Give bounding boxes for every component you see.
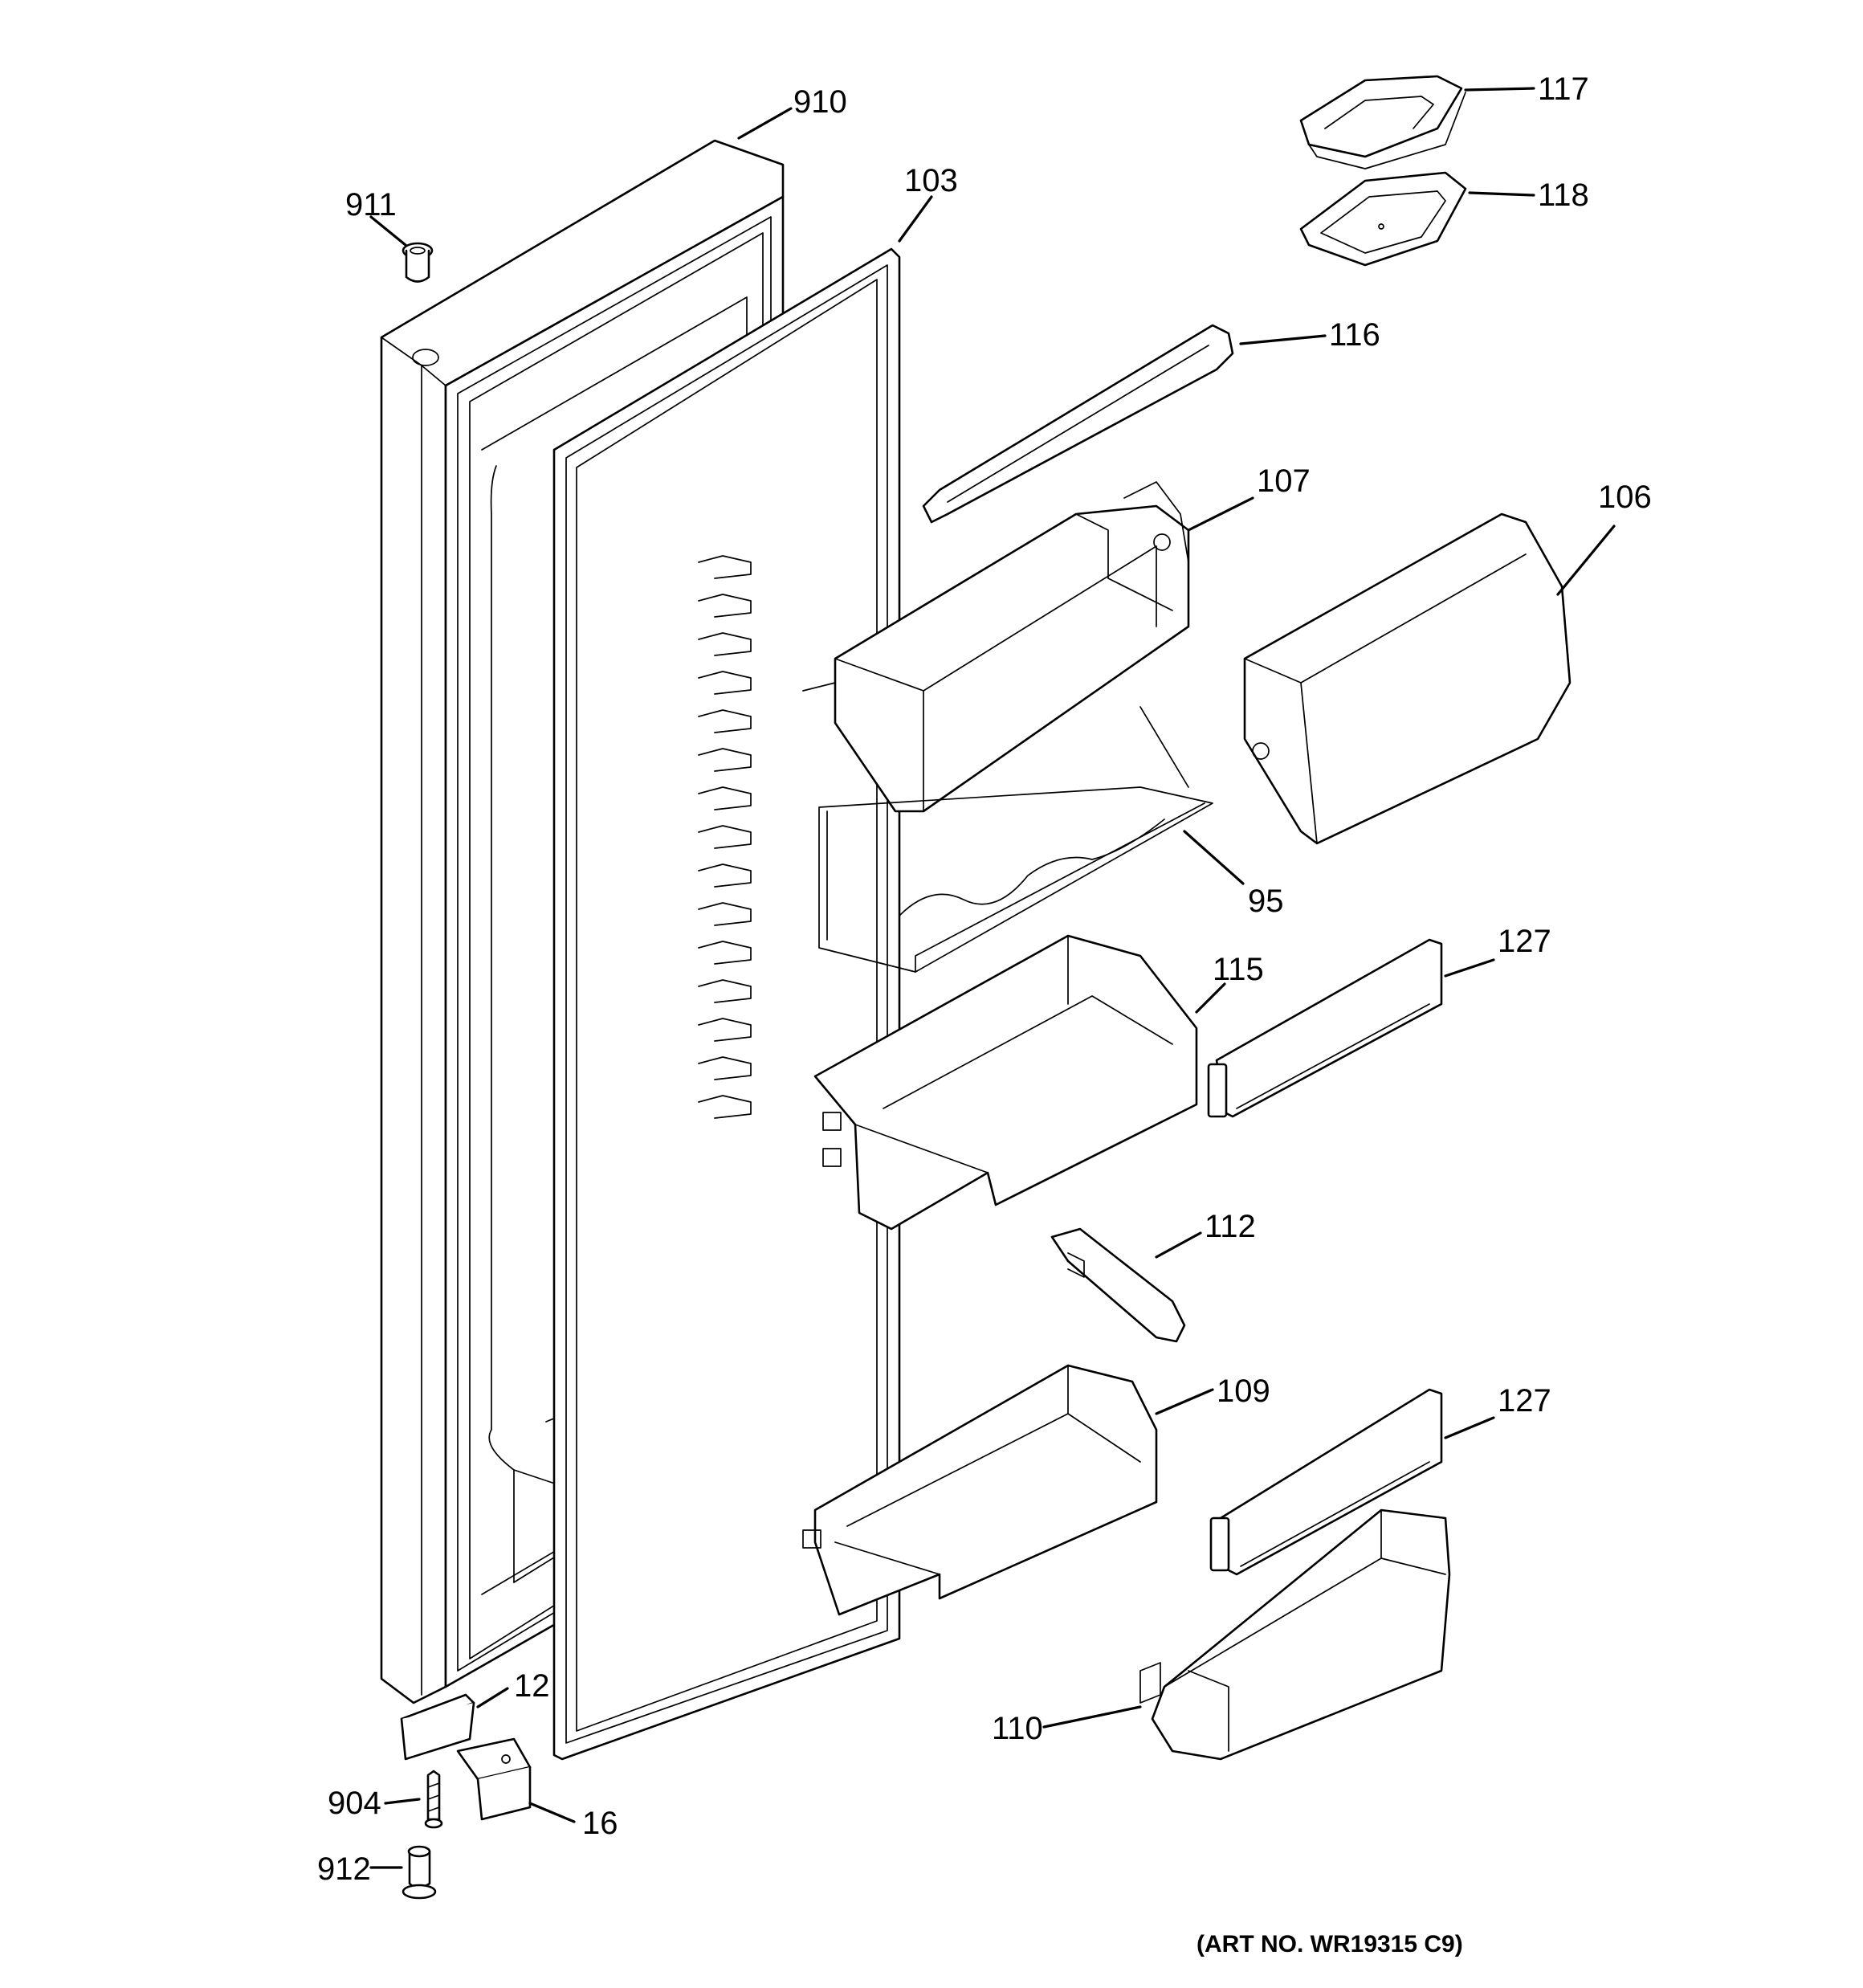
part-912-hinge-pin — [402, 1845, 437, 1900]
callout-127-lower: 127 — [1498, 1383, 1551, 1419]
art-number: (ART NO. WR19315 C9) — [1196, 1931, 1463, 1957]
door-shelf-rails — [698, 555, 752, 1119]
callout-118: 118 — [1538, 178, 1589, 213]
part-103-door-gasket — [552, 247, 901, 1761]
part-107-door-bin — [802, 481, 1190, 813]
part-106-bin-cover — [1243, 512, 1572, 845]
part-116-trim — [922, 324, 1234, 524]
callout-910: 910 — [793, 84, 847, 120]
callout-107: 107 — [1257, 463, 1311, 499]
part-112-divider — [1050, 1227, 1186, 1343]
leader-lines — [369, 87, 1616, 1869]
callout-106: 106 — [1598, 480, 1652, 515]
callout-904: 904 — [328, 1786, 381, 1821]
callout-911: 911 — [345, 187, 397, 222]
part-118-dairy-bin — [1299, 171, 1467, 267]
part-115-door-bin — [813, 934, 1198, 1231]
callout-95: 95 — [1248, 884, 1284, 919]
part-127-upper-bin-front — [1207, 938, 1443, 1118]
callout-116: 116 — [1329, 317, 1380, 353]
part-127-lower-bin-front — [1209, 1388, 1443, 1576]
callout-112: 112 — [1205, 1209, 1256, 1244]
callout-115: 115 — [1213, 952, 1264, 987]
callout-103: 103 — [904, 163, 958, 198]
part-911-hinge-bushing — [402, 242, 434, 283]
callout-labels: 910 911 103 117 118 116 107 106 95 115 1… — [317, 71, 1652, 1887]
part-117-dairy-door — [1299, 75, 1466, 169]
part-95-wire-rack — [818, 706, 1213, 973]
callout-12: 12 — [514, 1668, 550, 1704]
callout-109: 109 — [1217, 1374, 1270, 1409]
callout-117: 117 — [1538, 71, 1589, 107]
part-904-screw — [424, 1770, 443, 1829]
part-109-door-bin — [802, 1364, 1158, 1616]
part-12-hinge-plate — [400, 1693, 475, 1761]
callout-127-upper: 127 — [1498, 924, 1551, 959]
callout-16: 16 — [582, 1806, 618, 1841]
callout-110: 110 — [992, 1711, 1043, 1746]
callout-912: 912 — [317, 1851, 371, 1887]
part-110-door-bin — [1139, 1508, 1451, 1761]
part-16-hinge-bracket — [456, 1737, 532, 1821]
